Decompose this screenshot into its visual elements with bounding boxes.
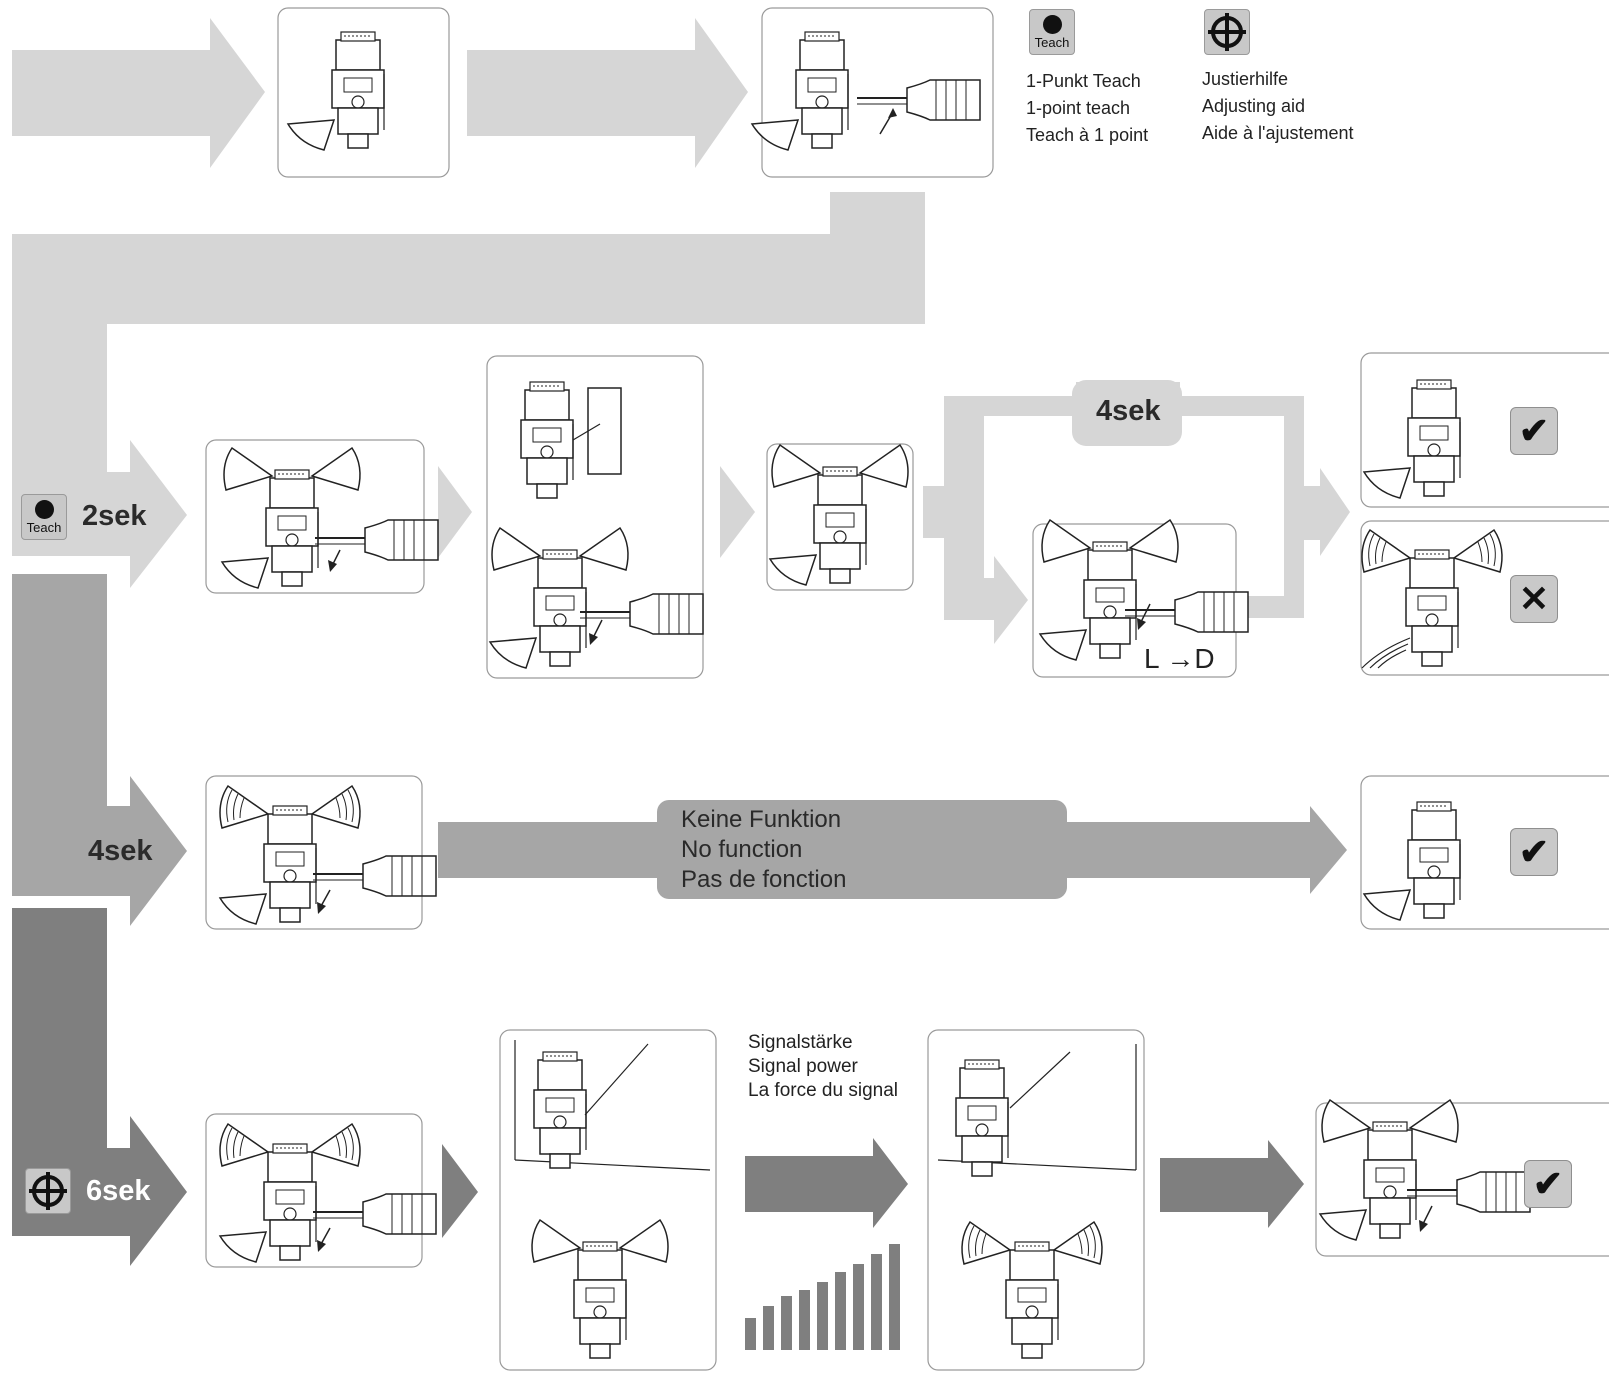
- panel-target-teach: [486, 355, 704, 679]
- teach-button-label: Teach: [26, 520, 62, 535]
- row-2sek-arrows: [438, 380, 1350, 644]
- panel-result-ok: [1360, 352, 1609, 508]
- signal-en: Signal power: [748, 1056, 858, 1077]
- signal-bars: [745, 1244, 900, 1350]
- legend-adjust-de: Justierhilfe: [1202, 69, 1289, 89]
- check-icon: ✔: [1510, 407, 1558, 455]
- duration-6sek: 6sek: [86, 1175, 151, 1207]
- top-flow-arrows: [12, 18, 748, 168]
- duration-4sek-loop: 4sek: [1096, 395, 1161, 427]
- loop-label-pill: [1072, 380, 1182, 446]
- panel-sensor-plain: [277, 7, 450, 178]
- light-dark-switch-label: L →D: [1144, 643, 1215, 674]
- crosshair-icon: [1204, 9, 1250, 55]
- cross-icon: ✕: [1510, 575, 1558, 623]
- panel-align-1: [499, 1029, 717, 1371]
- panel-2sek-press: [205, 439, 439, 594]
- duration-4sek: 4sek: [88, 835, 153, 867]
- teach-button-icon: Teach: [1029, 9, 1075, 55]
- band-4sek: [12, 574, 187, 926]
- signal-de: Signalstärke: [748, 1032, 853, 1053]
- panel-sensor-tool: [751, 7, 994, 178]
- no-function-de: Keine Funktion: [681, 806, 842, 833]
- signal-power-text: Signalstärke Signal power La force du si…: [748, 1031, 898, 1103]
- panel-4sek-press: [205, 775, 437, 930]
- signal-fr: La force du signal: [748, 1080, 898, 1101]
- crosshair-icon-row: [25, 1168, 71, 1214]
- no-function-fr: Pas de fonction: [681, 866, 847, 893]
- no-function-text: Keine Funktion No function Pas de foncti…: [681, 805, 846, 895]
- check-icon: ✔: [1524, 1160, 1572, 1208]
- legend-teach-fr: Teach à 1 point: [1026, 125, 1149, 145]
- no-function-en: No function: [681, 836, 803, 863]
- row-6sek-arrows: [442, 1138, 1304, 1350]
- chevron-b: [720, 466, 755, 558]
- teach-dot-icon: [35, 500, 54, 519]
- chevron-a: [438, 466, 472, 558]
- legend-adjust-text: Justierhilfe Adjusting aid Aide à l'ajus…: [1202, 66, 1354, 147]
- return-band: [12, 192, 925, 588]
- arrow-1: [12, 18, 265, 168]
- panel-6sek-final: [1315, 1099, 1609, 1257]
- chevron-c: [442, 1144, 478, 1238]
- duration-2sek: 2sek: [82, 500, 147, 532]
- legend-teach-de: 1-Punkt Teach: [1026, 71, 1141, 91]
- legend-teach-text: 1-Punkt Teach 1-point teach Teach à 1 po…: [1026, 68, 1148, 149]
- teach-loop: [923, 382, 1350, 644]
- legend-teach-en: 1-point teach: [1026, 98, 1131, 118]
- arrow-2: [467, 18, 748, 168]
- no-function-box: [657, 800, 1067, 899]
- panel-2sek-small: [766, 443, 914, 591]
- final-arrow: [1160, 1140, 1304, 1228]
- row-4sek-arrows: [438, 800, 1347, 899]
- legend-adjust-fr: Aide à l'ajustement: [1202, 123, 1354, 143]
- teach-button-label: Teach: [1034, 35, 1070, 50]
- panel-4sek-result: [1360, 775, 1609, 930]
- teach-button-icon-row: Teach: [21, 494, 67, 540]
- panel-result-fail: [1360, 520, 1609, 676]
- teach-dot-icon: [1043, 15, 1062, 34]
- panel-align-2: [927, 1029, 1145, 1371]
- signal-arrow: [745, 1138, 908, 1228]
- panel-light-dark: [1032, 519, 1249, 678]
- panel-6sek-press: [205, 1113, 437, 1268]
- check-icon: ✔: [1510, 828, 1558, 876]
- legend-adjust-en: Adjusting aid: [1202, 96, 1306, 116]
